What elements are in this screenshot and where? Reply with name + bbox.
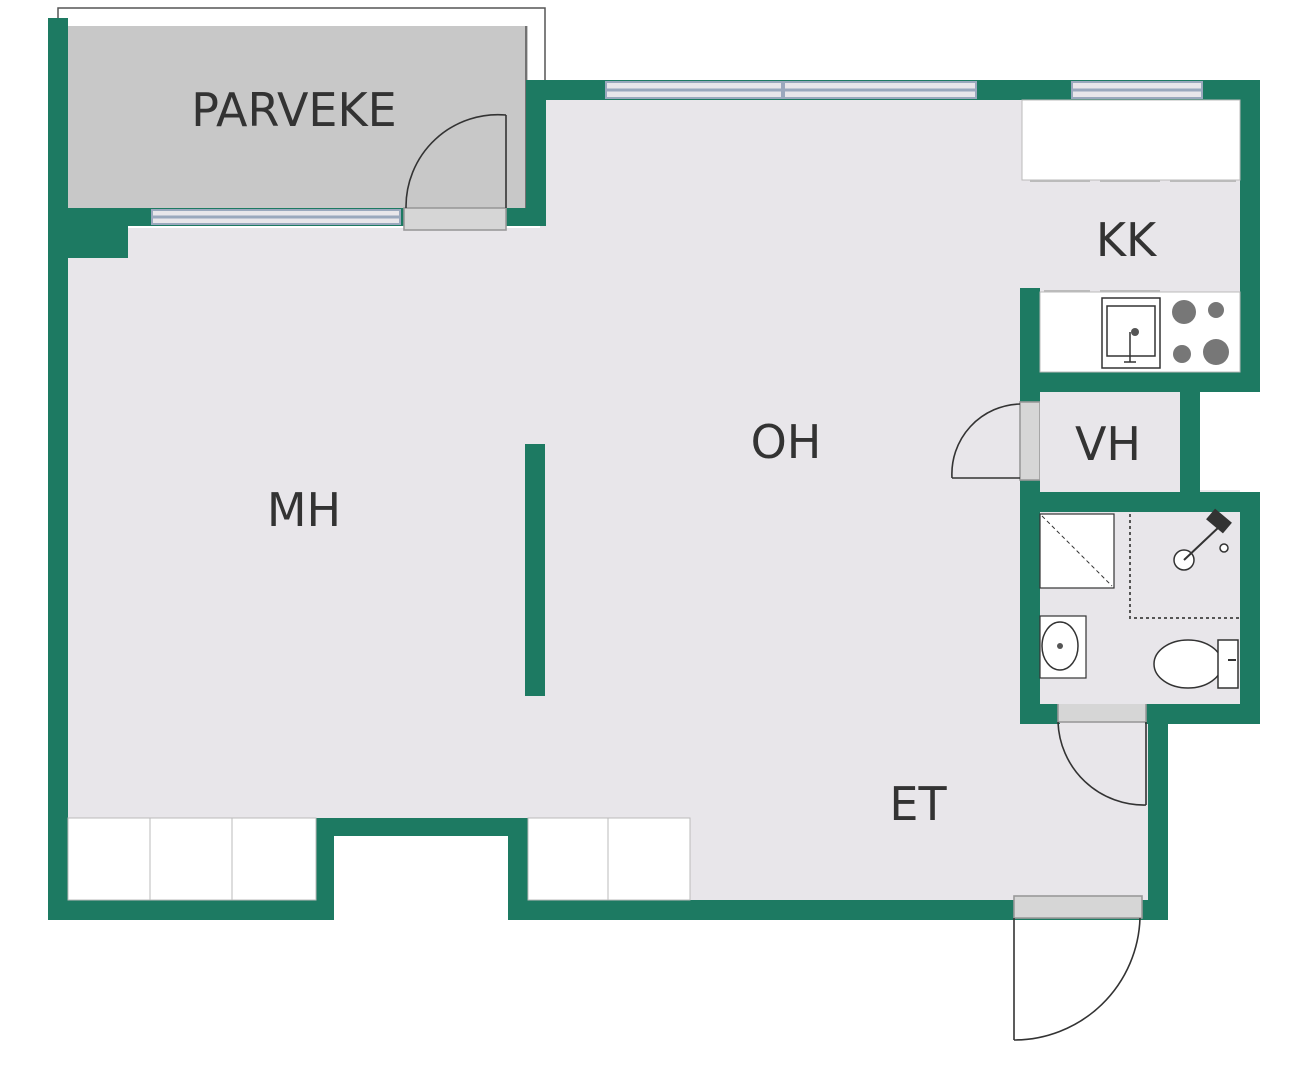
windows xyxy=(151,81,1203,225)
balcony-floor xyxy=(66,26,528,212)
wardrobes-middle xyxy=(527,817,691,901)
room-label-oh: OH xyxy=(751,415,822,469)
vh-room xyxy=(1040,392,1180,492)
washbasin-icon xyxy=(1039,615,1087,679)
doors xyxy=(403,113,1147,1041)
room-label-kk: KK xyxy=(1096,213,1158,267)
kitchen-upper-cabinets xyxy=(1021,99,1241,182)
wardrobes-left xyxy=(67,817,317,901)
room-label-parveke: PARVEKE xyxy=(191,83,396,137)
toilet-icon xyxy=(1153,639,1239,689)
stove-icon xyxy=(1172,300,1229,365)
room-label-vh: VH xyxy=(1075,417,1141,471)
walls xyxy=(48,18,1260,920)
kitchen-sink-icon xyxy=(1101,297,1161,369)
shower-icon xyxy=(1039,508,1240,619)
apartment-floor xyxy=(66,98,1240,900)
room-label-mh: MH xyxy=(267,483,341,537)
room-label-et: ET xyxy=(889,777,947,831)
